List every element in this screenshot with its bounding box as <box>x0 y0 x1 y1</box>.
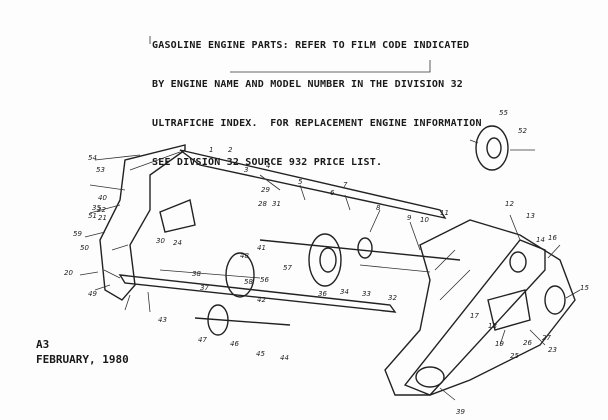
callout-number: 6 <box>330 189 335 197</box>
note-underline <box>149 36 431 73</box>
callout-number: 29 <box>261 186 270 194</box>
lower-rail <box>118 274 397 313</box>
page-date: FEBRUARY, 1980 <box>36 353 129 366</box>
callout-number: 25 <box>510 352 519 360</box>
pulley-bottom <box>415 366 445 388</box>
belt <box>403 239 546 396</box>
callout-number: 21 <box>98 214 107 222</box>
callout-number: 16 <box>548 234 557 242</box>
callout-number: 45 <box>256 350 265 358</box>
callout-number: 46 <box>230 340 239 348</box>
callout-number: 35 <box>92 204 101 212</box>
callout-number: 30 <box>156 237 165 245</box>
belt-housing <box>384 219 576 396</box>
callout-number: 12 <box>505 200 514 208</box>
pulley-14 <box>509 251 527 273</box>
callout-number: 48 <box>240 252 249 260</box>
pulley-15 <box>544 285 566 315</box>
callout-number: 15 <box>580 284 589 292</box>
callout-number: 1 <box>209 146 213 154</box>
pulley-55 <box>475 125 509 171</box>
note-line: BY ENGINE NAME AND MODEL NUMBER IN THE D… <box>152 79 464 90</box>
callout-number: 54 <box>88 154 97 162</box>
callout-number: 58 <box>244 278 253 286</box>
callout-number: 20 <box>64 269 73 277</box>
pulley-55-hub <box>486 137 502 159</box>
callout-number: 11 <box>440 209 449 217</box>
callout-number: 55 <box>499 109 508 117</box>
callout-number: 26 <box>523 339 532 347</box>
callout-number: 59 <box>73 230 82 238</box>
shaft-lower <box>194 317 291 326</box>
callout-number: 41 <box>257 244 266 252</box>
callout-number: 47 <box>198 336 207 344</box>
engine-parts-note: GASOLINE ENGINE PARTS: REFER TO FILM COD… <box>152 13 552 195</box>
page-footer: A3 FEBRUARY, 1980 <box>36 337 129 367</box>
callout-number: 18 <box>488 322 497 330</box>
bracket-18 <box>487 289 531 331</box>
callout-number: 50 <box>80 244 89 252</box>
callout-number: 56 <box>260 276 269 284</box>
callout-number: 53 <box>96 166 105 174</box>
callout-number: 2 <box>228 146 233 154</box>
callout-number: 40 <box>98 194 107 202</box>
bracket-30 <box>159 199 196 233</box>
gear-8 <box>357 237 373 259</box>
callout-number: 34 <box>340 288 349 296</box>
callout-number: 27 <box>542 334 551 342</box>
callout-number: 28 <box>258 200 267 208</box>
callout-number: 22 <box>97 206 106 214</box>
note-line: ULTRAFICHE INDEX. FOR REPLACEMENT ENGINE… <box>152 118 482 129</box>
callout-number: 13 <box>526 212 535 220</box>
note-line: GASOLINE ENGINE PARTS: REFER TO FILM COD… <box>152 40 470 51</box>
callout-number: 37 <box>200 284 209 292</box>
callout-number: 3 <box>244 166 248 174</box>
callout-number: 42 <box>257 296 266 304</box>
callout-number: 9 <box>407 214 412 222</box>
callout-number: 31 <box>272 200 281 208</box>
shaft-main <box>259 239 461 261</box>
callout-number: 17 <box>470 312 479 320</box>
callout-number: 36 <box>318 290 327 298</box>
callout-number: 39 <box>456 408 465 416</box>
callout-number: 4 <box>266 162 270 170</box>
callout-number: 44 <box>280 354 289 362</box>
callout-number: 52 <box>518 127 527 135</box>
callout-number: 23 <box>548 346 557 354</box>
gear-large <box>308 233 342 287</box>
top-rail <box>179 149 447 220</box>
callout-number: 10 <box>420 216 429 224</box>
callout-number: 33 <box>362 290 371 298</box>
callout-number: 14 <box>536 236 545 244</box>
callout-number: 51 <box>88 212 97 220</box>
page-code: A3 <box>36 338 50 351</box>
callout-number: 43 <box>158 316 167 324</box>
callout-number: 7 <box>343 181 348 189</box>
callout-number: 57 <box>283 264 292 272</box>
callout-number: 38 <box>192 270 201 278</box>
callout-number: 49 <box>88 290 97 298</box>
callout-number: 8 <box>376 204 381 212</box>
left-frame-plate <box>99 144 186 301</box>
callout-number: 32 <box>388 294 397 302</box>
callout-number: 5 <box>298 178 303 186</box>
callout-labels: 1 2 3 4 5 6 7 8 9 10 11 12 13 14 15 16 1… <box>64 109 589 416</box>
callout-number: 24 <box>173 239 182 247</box>
callout-number: 19 <box>495 340 504 348</box>
